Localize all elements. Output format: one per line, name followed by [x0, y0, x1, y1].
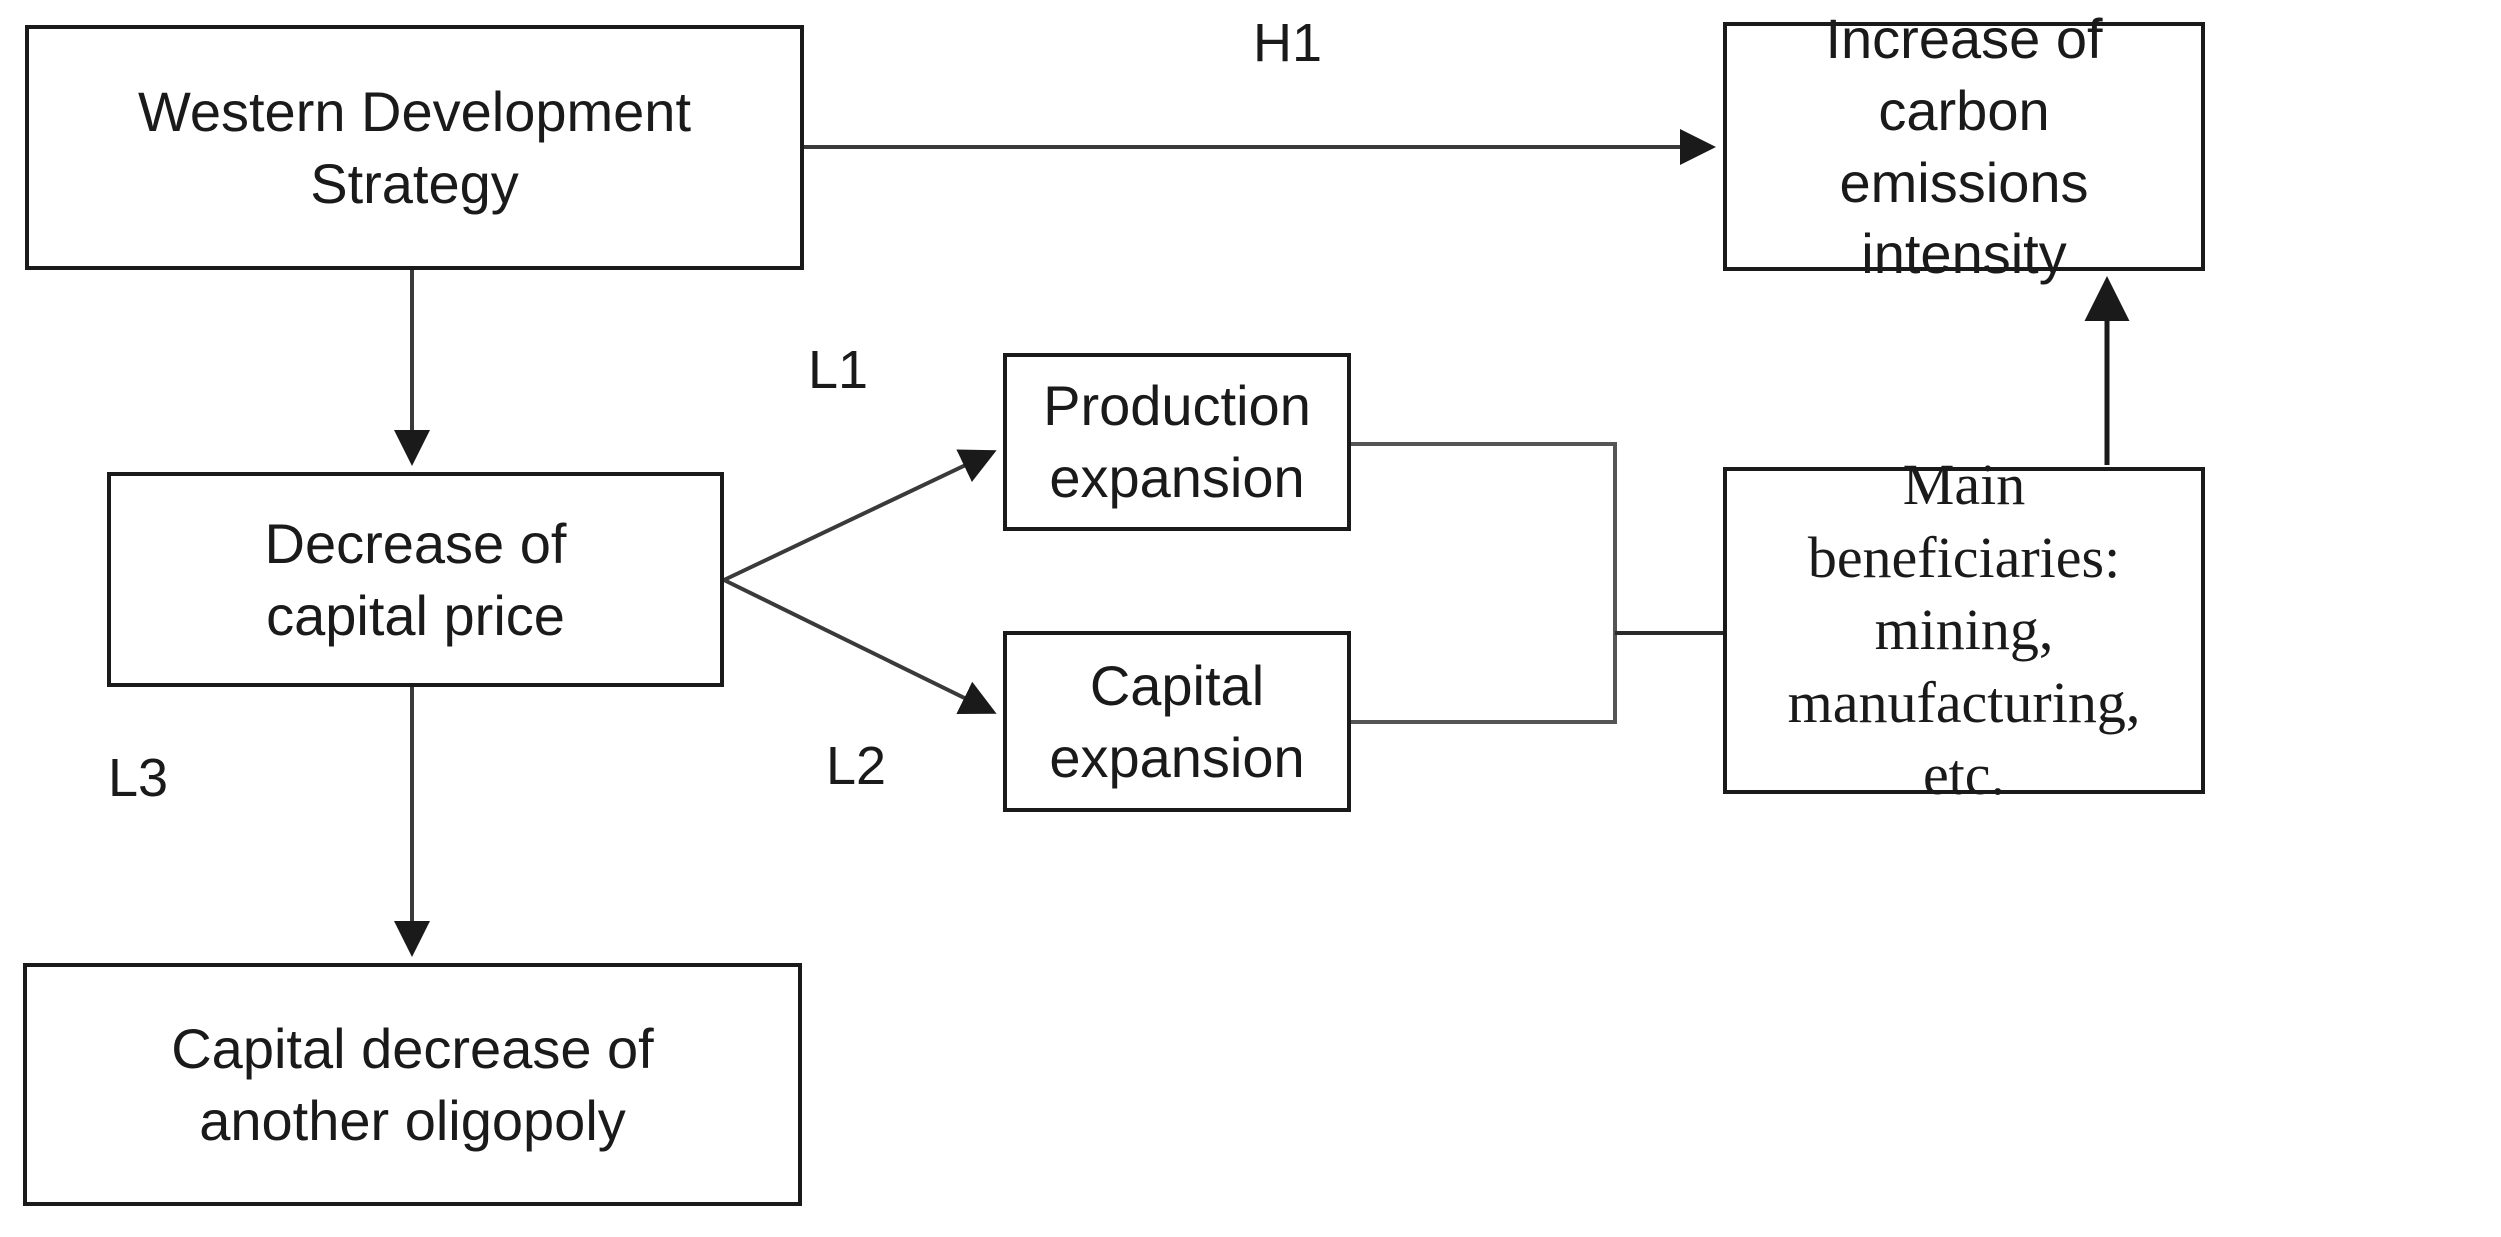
- node-label-capital-decrease-of-another-oligopoly: Capital decrease of another oligopoly: [171, 1016, 654, 1152]
- edge-label-l1: L1: [808, 340, 869, 400]
- node-capital-decrease-of-another-oligopoly: Capital decrease of another oligopoly: [23, 963, 802, 1206]
- edge-label-l2: L2: [826, 736, 887, 796]
- edge-l2-line: [723, 578, 997, 715]
- node-main-beneficiaries: Main beneficiaries: mining, manufacturin…: [1723, 452, 2205, 807]
- edge-label-h1: H1: [1253, 13, 1323, 73]
- node-label-western-development-strategy: Western Development Strategy: [138, 79, 691, 215]
- node-capital-expansion: Capital expansion: [1003, 631, 1351, 812]
- node-label-main-beneficiaries: Main beneficiaries: mining, manufacturin…: [1787, 452, 2141, 808]
- node-label-capital-expansion: Capital expansion: [1049, 653, 1305, 789]
- edge-bracket-line: [1351, 442, 1617, 724]
- node-label-increase-of-carbon-emissions-intensity: Increase of carbon emissions intensity: [1825, 7, 2103, 286]
- node-label-decrease-of-capital-price: Decrease of capital price: [264, 511, 567, 647]
- edge-l1-line: [723, 449, 997, 582]
- edge-label-l3: L3: [108, 748, 169, 808]
- node-production-expansion: Production expansion: [1003, 353, 1351, 531]
- node-decrease-of-capital-price: Decrease of capital price: [107, 472, 724, 687]
- node-western-development-strategy: Western Development Strategy: [25, 25, 804, 270]
- node-label-production-expansion: Production expansion: [1043, 374, 1311, 509]
- node-increase-of-carbon-emissions-intensity: Increase of carbon emissions intensity: [1723, 7, 2205, 285]
